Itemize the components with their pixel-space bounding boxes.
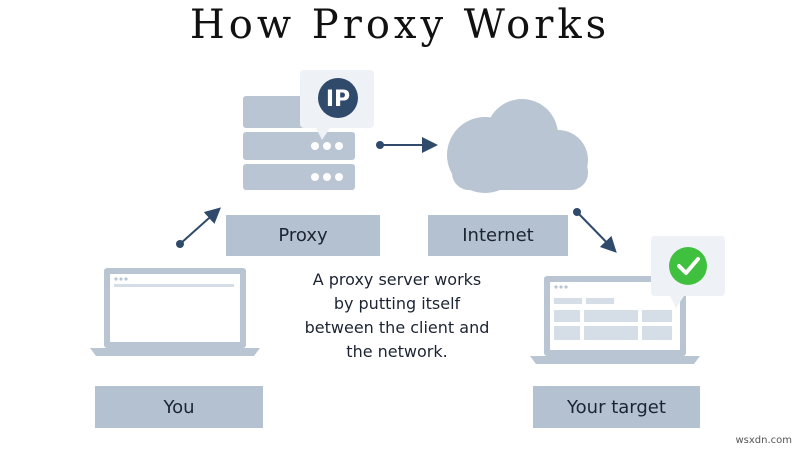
you-label: You [95, 386, 263, 428]
description: A proxy server works by putting itself b… [292, 268, 502, 364]
target-label: Your target [533, 386, 700, 428]
description-line: A proxy server works [312, 270, 482, 289]
description-line: the network. [346, 342, 448, 361]
watermark: wsxdn.com [735, 435, 792, 446]
ip-badge-text: IP [326, 87, 350, 112]
cloud-icon [447, 99, 588, 193]
arrow-you-to-proxy [176, 207, 221, 248]
description-line: by putting itself [333, 294, 461, 313]
arrow-internet-to-target [573, 208, 617, 253]
proxy-label: Proxy [226, 215, 380, 256]
page-title: How Proxy Works [189, 2, 611, 48]
ip-bubble: IP [300, 70, 374, 140]
ip-badge-icon: IP [318, 78, 358, 118]
arrow-proxy-to-internet [376, 137, 438, 153]
check-bubble [651, 236, 725, 308]
checkmark-icon [669, 247, 707, 285]
laptop-icon [90, 268, 260, 356]
description-line: between the client and [304, 318, 490, 337]
internet-label: Internet [428, 215, 568, 256]
